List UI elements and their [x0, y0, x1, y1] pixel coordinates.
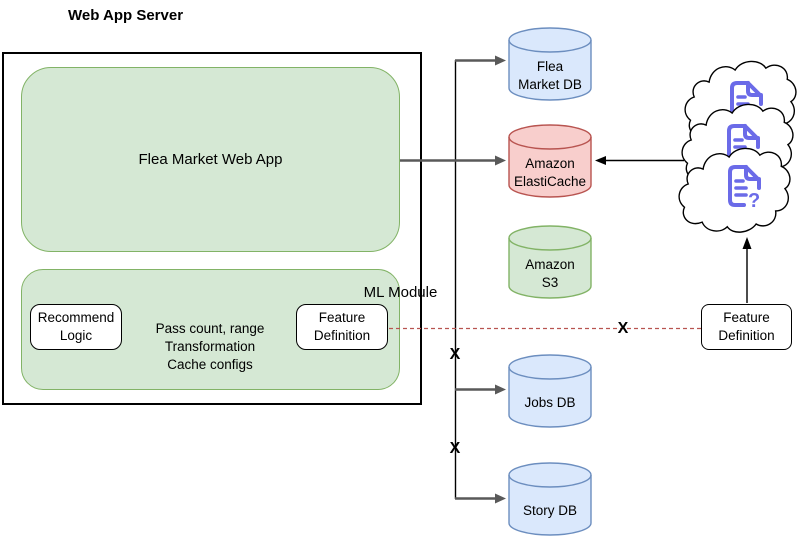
external-feature-definition-node: Feature Definition: [701, 304, 792, 350]
cloud-front: [678, 147, 791, 233]
cloud-middle: [681, 103, 794, 189]
amazon-s3-label: Amazon S3: [525, 257, 575, 290]
cloud-stack: ? ?: [678, 60, 797, 233]
svg-text:?: ?: [748, 190, 760, 212]
document-question-icon: ?: [730, 81, 763, 128]
arrow-to-jobs-db: [455, 384, 506, 395]
external-feature-definition-label: Feature Definition: [718, 310, 775, 343]
cloud-back: [684, 60, 797, 146]
ml-module-notes: Pass count, range Transformation Cache c…: [155, 321, 265, 372]
document-question-icon: ?: [728, 165, 761, 212]
x-break-marker-story-trunk: X: [449, 440, 461, 457]
svg-text:?: ?: [750, 106, 762, 128]
cylinder-shape-icon: [508, 354, 592, 428]
x-break-marker-dashed-link: X: [617, 320, 629, 337]
story-db-cylinder: Story DB: [506, 460, 594, 538]
jobs-db-cylinder: Jobs DB: [506, 352, 594, 430]
feature-definition-node: Feature Definition: [296, 304, 388, 350]
diagram-title: Web App Server: [68, 7, 184, 24]
flea-market-web-app-label: Flea Market Web App: [138, 151, 283, 168]
cylinder-shape-icon: [508, 27, 592, 101]
amazon-elasticache-cylinder: Amazon ElastiCache: [506, 122, 594, 200]
cylinder-shape-icon: [508, 462, 592, 536]
arrow-to-flea-market-db: [455, 55, 506, 66]
flea-market-db-label: Flea Market DB: [518, 59, 582, 92]
flea-market-web-app-node: Flea Market Web App: [21, 67, 400, 252]
ml-module-title: ML Module: [363, 284, 438, 301]
svg-text:?: ?: [747, 149, 759, 171]
cylinder-shape-icon: [508, 225, 592, 299]
x-break-marker-jobs-trunk: X: [449, 346, 461, 363]
story-db-label: Story DB: [522, 503, 577, 519]
document-question-icon: ?: [727, 124, 760, 171]
arrow-to-story-db: [455, 493, 506, 504]
flea-market-db-cylinder: Flea Market DB: [506, 25, 594, 103]
feature-definition-label: Feature Definition: [313, 310, 371, 343]
cylinder-shape-icon: [508, 124, 592, 198]
recommend-logic-node: Recommend Logic: [30, 304, 122, 350]
amazon-elasticache-label: Amazon ElastiCache: [513, 156, 587, 189]
arrow-cloud-to-elasticache: [595, 156, 684, 165]
recommend-logic-label: Recommend Logic: [37, 310, 115, 343]
jobs-db-label: Jobs DB: [524, 395, 576, 411]
amazon-s3-cylinder: Amazon S3: [506, 223, 594, 301]
